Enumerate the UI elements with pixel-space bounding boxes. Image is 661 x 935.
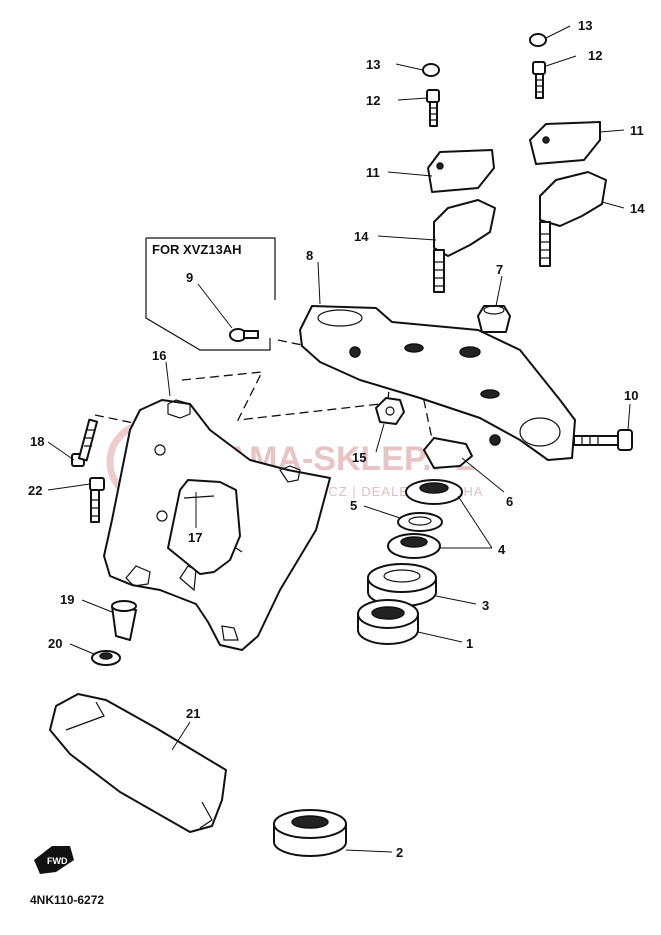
callout-1: 1 [466,636,473,651]
callout-9: 9 [186,270,193,285]
callout-4: 4 [498,542,506,557]
variant-box-frame [145,237,276,351]
nut-15-hole [385,406,395,416]
bracket-17 [167,479,241,575]
upper-bracket-8 [299,305,576,461]
grommet-20 [91,650,121,666]
cap-13-left [422,63,440,77]
callout-13-right: 13 [578,18,592,33]
washer-5 [397,512,443,532]
callout-21: 21 [186,706,200,721]
callout-14-left: 14 [354,229,369,244]
drawing-code: 4NK110-6272 [30,893,104,907]
callout-20: 20 [48,636,62,651]
callout-6: 6 [506,494,513,509]
seal-3 [367,563,437,607]
callouts: 13 13 12 12 11 11 14 14 8 7 9 16 10 18 1… [28,18,645,860]
bolt-9 [229,328,259,342]
callout-5: 5 [350,498,357,513]
callout-3: 3 [482,598,489,613]
callout-11-right: 11 [630,123,644,138]
callout-16: 16 [152,348,166,363]
callout-22: 22 [28,483,42,498]
cover-21 [49,693,227,833]
callout-18: 18 [30,434,44,449]
cap-13-right [529,33,547,47]
lower-holder-14-right [539,171,607,267]
bolt-22 [89,477,105,523]
callout-11-left: 11 [366,165,380,180]
callout-12-right: 12 [588,48,602,63]
cap-nut-7 [477,305,511,333]
upper-holder-11-left [427,149,495,193]
fwd-arrow-icon: FWD [34,846,74,874]
variant-box-label: FOR XVZ13AH [152,242,242,257]
seal-2 [273,809,347,857]
callout-10: 10 [624,388,638,403]
bolt-12-right [532,61,546,99]
lower-holder-14-left [433,199,496,293]
callout-19: 19 [60,592,74,607]
bearing-1 [357,599,419,645]
assembly-dash-upper [181,371,381,421]
bracket-17-edge [183,495,243,553]
callout-17: 17 [188,530,202,545]
callout-14-right: 14 [630,201,645,216]
upper-holder-11-left-hole [436,162,444,170]
callout-8: 8 [306,248,313,263]
leader-lines [47,25,631,853]
lock-washer-6 [423,437,473,469]
ring-nut-4-lower [387,533,441,559]
callout-13-left: 13 [366,57,380,72]
callout-2: 2 [396,845,403,860]
pinch-bolt-10 [573,429,633,451]
collar-19 [111,600,137,641]
bolt-18 [71,418,99,467]
fwd-label: FWD [47,856,68,866]
callout-7: 7 [496,262,503,277]
callout-12-left: 12 [366,93,380,108]
ring-nut-4-upper [405,479,463,505]
callout-15: 15 [352,450,366,465]
upper-holder-11-right-hole [542,136,550,144]
bolt-12-left [426,89,440,127]
upper-holder-11-right [529,121,601,165]
variant-box: FOR XVZ13AH [145,237,276,351]
nut-15 [375,397,405,425]
